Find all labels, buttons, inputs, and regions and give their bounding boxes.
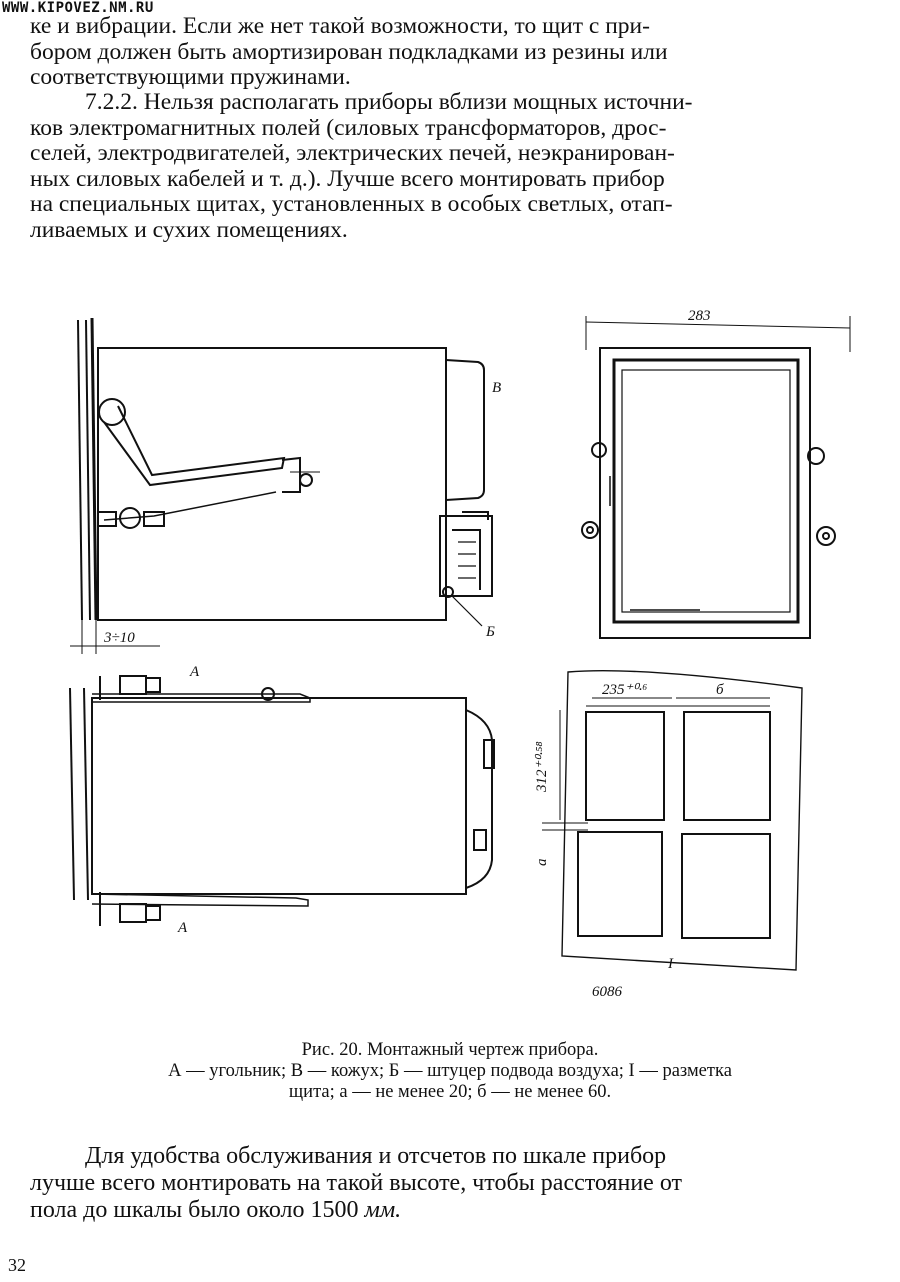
label-bracket-top: А <box>189 664 200 680</box>
text-line: 7.2.2. Нельзя располагать приборы вблизи… <box>85 89 693 115</box>
figure-caption-legend: А — угольник; В — кожух; Б — штуцер подв… <box>168 1061 732 1081</box>
label-bracket-bottom: А <box>177 920 188 936</box>
paragraph-3: Для удобства обслуживания и отсчетов по … <box>30 1143 882 1224</box>
label-drawing-number: 6086 <box>592 984 623 1000</box>
text-line: лучше всего монтировать на такой высоте,… <box>30 1170 683 1196</box>
watermark: WWW.KIPOVEZ.NM.RU <box>2 0 154 16</box>
label-gap: 3÷10 <box>103 630 135 646</box>
label-marking: I <box>667 956 674 972</box>
side-view <box>70 317 493 654</box>
text-line: на специальных щитах, установленных в ос… <box>30 191 673 217</box>
unit-text: мм. <box>364 1197 402 1223</box>
label-spacing-a: а <box>534 859 550 867</box>
label-cutout-height: 312⁺⁰·⁵⁸ <box>534 741 550 793</box>
text-line: селей, электродвигателей, электрических … <box>30 140 675 166</box>
text-line: ных силовых кабелей и т. д.). Лучше всег… <box>30 165 665 192</box>
figure-caption-title: Рис. 20. Монтажный чертеж прибора. <box>301 1040 599 1060</box>
paragraph-2: 7.2.2. Нельзя располагать приборы вблизи… <box>30 89 882 243</box>
mounting-drawing: В Б 3÷10 А А 283 235⁺⁰·⁶ б 312⁺⁰·⁵⁸ а I … <box>0 280 900 1010</box>
label-spacing-b: б <box>716 682 724 698</box>
page-number: 32 <box>8 1255 26 1275</box>
label-cover: В <box>492 380 501 396</box>
label-cutout-width: 235⁺⁰·⁶ <box>602 682 647 698</box>
paragraph-1: ке и вибрации. Если же нет такой возможн… <box>30 13 882 91</box>
text-line: бором должен быть амортизирован подкладк… <box>30 38 668 65</box>
text-line: Для удобства обслуживания и отсчетов по … <box>85 1143 667 1169</box>
label-width-dim: 283 <box>688 308 711 324</box>
text-line: ке и вибрации. Если же нет такой возможн… <box>30 13 650 39</box>
top-view <box>69 675 495 926</box>
label-air-fitting: Б <box>485 624 495 640</box>
text-line: соответствующими пружинами. <box>30 64 351 90</box>
text-line: ков электромагнитных полей (силовых тран… <box>30 114 667 141</box>
panel-marking <box>542 670 803 971</box>
figure-caption-legend: щита; а — не менее 20; б — не менее 60. <box>288 1082 612 1102</box>
front-view <box>581 316 851 639</box>
drawing-svg: В Б 3÷10 А А 283 235⁺⁰·⁶ б 312⁺⁰·⁵⁸ а I … <box>69 308 851 1000</box>
text-line: пола до шкалы было около 1500 мм. <box>30 1197 882 1224</box>
text-line: ливаемых и сухих помещениях. <box>30 216 348 243</box>
text-segment: пола до шкалы было около 1500 <box>30 1197 365 1223</box>
